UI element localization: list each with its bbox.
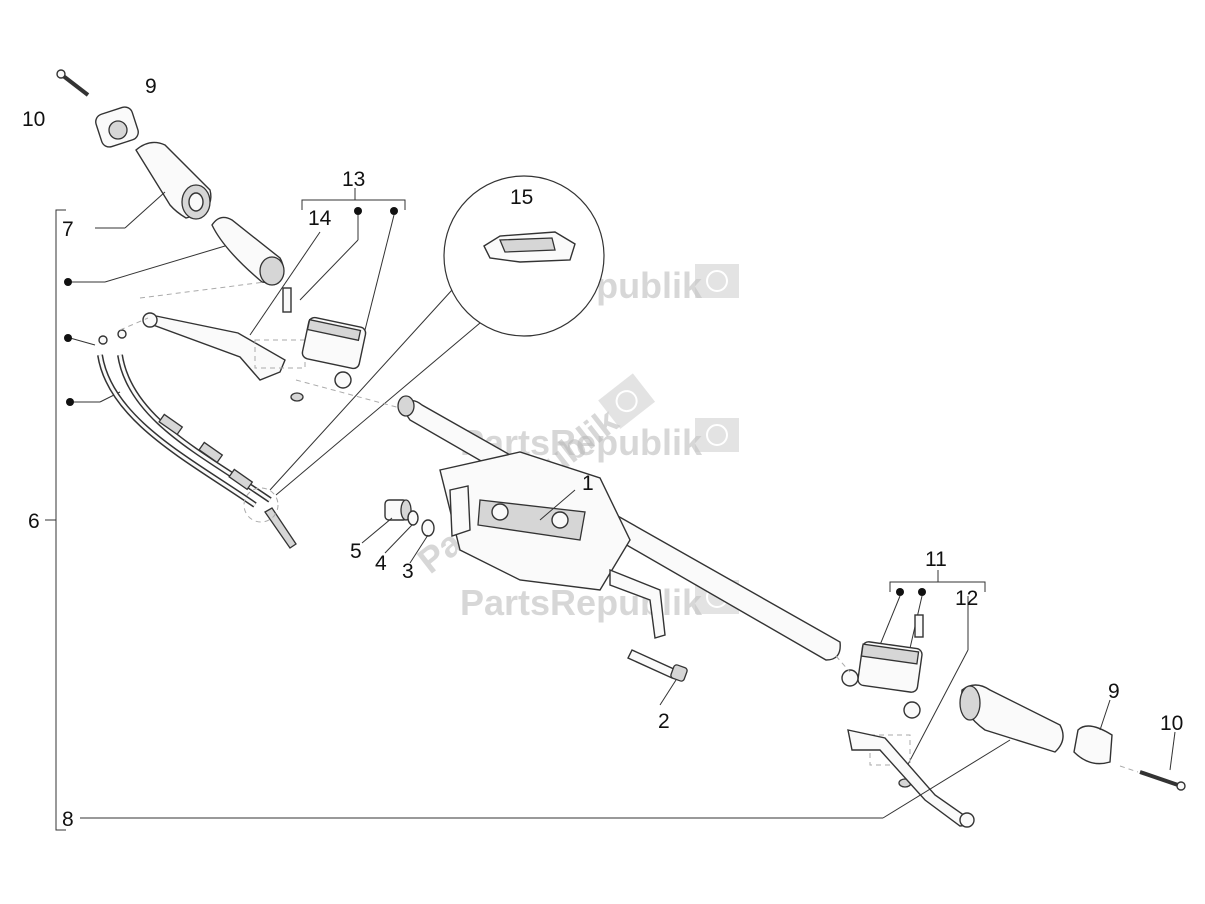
label-5: 5 xyxy=(350,540,362,563)
bolt-10-right xyxy=(1119,765,1186,791)
bullet-dot xyxy=(896,588,904,596)
label-7: 7 xyxy=(62,218,74,241)
bolt-10-left xyxy=(56,69,90,97)
label-9-left: 9 xyxy=(145,75,157,98)
label-2: 2 xyxy=(658,710,670,733)
bracket-11 xyxy=(879,570,986,771)
handlebar-1 xyxy=(397,395,841,661)
label-3: 3 xyxy=(402,560,414,583)
bolt-2 xyxy=(627,649,688,706)
cables xyxy=(97,329,297,549)
right-master-cylinder xyxy=(841,614,924,788)
label-10-right: 10 xyxy=(1160,712,1183,735)
bullet-dot xyxy=(354,207,362,215)
bullet-dot xyxy=(918,588,926,596)
bar-end-9-left xyxy=(95,106,139,148)
label-8: 8 xyxy=(62,808,74,831)
label-6: 6 xyxy=(28,510,40,533)
leader-1 xyxy=(539,489,576,521)
watermark-2: PartsRepublik xyxy=(460,418,739,463)
grip-7-right xyxy=(959,684,1064,753)
label-11: 11 xyxy=(925,548,947,571)
label-14: 14 xyxy=(308,207,332,230)
bullet-dot xyxy=(64,278,72,286)
label-9-right: 9 xyxy=(1108,680,1120,703)
bar-end-9-right xyxy=(1073,725,1113,765)
label-15: 15 xyxy=(510,186,533,209)
bullet-dot xyxy=(64,334,72,342)
left-lever-assembly xyxy=(142,287,367,402)
label-1: 1 xyxy=(582,472,594,495)
labels: 2 3 4 5 6 7 8 9 9 10 10 11 12 13 14 15 1 xyxy=(22,75,1183,831)
gear-icon xyxy=(706,270,728,292)
label-13: 13 xyxy=(342,168,365,191)
washer-3 xyxy=(421,519,435,537)
washer-4 xyxy=(407,510,419,526)
label-4: 4 xyxy=(375,552,387,575)
spacer-5 xyxy=(384,499,412,521)
right-lever-12 xyxy=(847,729,975,828)
grip-7-left xyxy=(135,141,212,220)
bracket-13 xyxy=(249,188,406,336)
detail-15 xyxy=(269,175,605,496)
gear-icon xyxy=(615,390,638,413)
label-12: 12 xyxy=(955,587,978,610)
gear-icon xyxy=(706,424,728,446)
bullet-dot xyxy=(390,207,398,215)
bullet-dot xyxy=(66,398,74,406)
bracket-6 xyxy=(45,209,66,831)
throttle-tube xyxy=(211,216,285,286)
label-10-left: 10 xyxy=(22,108,45,131)
